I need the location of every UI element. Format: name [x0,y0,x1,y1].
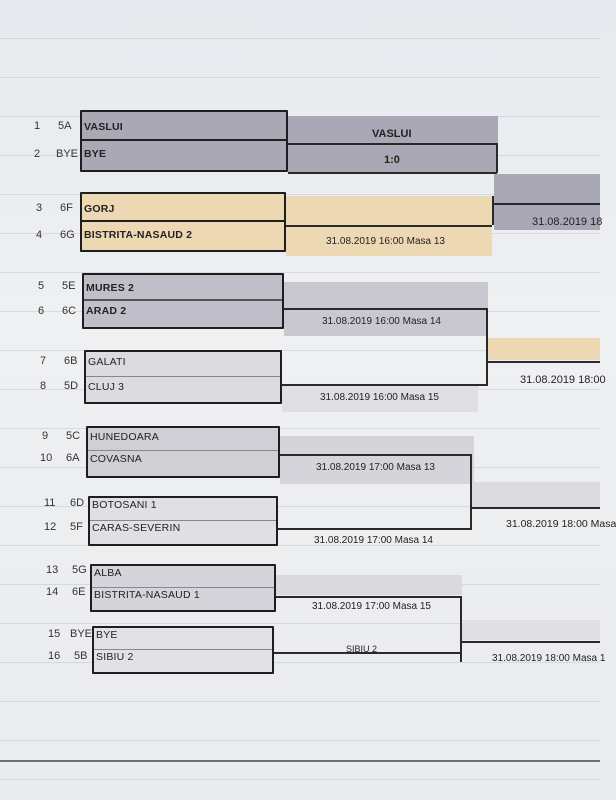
round2-cell [494,174,600,230]
seed-number: 2 [34,148,41,160]
group-code: 5G [72,564,87,576]
bracket-line [282,384,486,386]
bracket-line [496,143,498,173]
group-code: BYE [70,628,93,640]
team-name[interactable]: CARAS-SEVERIN [92,522,181,534]
seed-number: 15 [48,628,61,640]
bracket-line [274,652,462,654]
team-name[interactable]: BISTRITA-NASAUD 1 [94,589,200,601]
seed-number: 12 [44,521,57,533]
seed-number: 3 [36,202,43,214]
round2-cell [488,338,600,360]
match-box[interactable] [80,192,286,252]
seed-number: 4 [36,229,43,241]
seed-number: 5 [38,280,45,292]
match-schedule: 31.08.2019 17:00 Masa 15 [312,601,431,612]
match-box[interactable] [80,110,288,172]
bracket-line [288,143,496,145]
bracket-line [286,225,492,227]
team-name[interactable]: BOTOSANI 1 [92,499,157,511]
match-box[interactable] [82,273,284,329]
team-name[interactable]: GORJ [84,203,115,215]
group-code: 6C [62,305,77,317]
bracket-line [472,507,600,509]
match-schedule: 31.08.2019 16:00 Masa 14 [322,316,441,327]
group-code: 6D [70,497,85,509]
round2-cell [472,482,600,506]
match-schedule: 31.08.2019 18:00 [520,374,606,386]
seed-number: 7 [40,355,47,367]
match-box[interactable] [84,350,282,404]
match-box[interactable] [86,426,280,478]
team-name[interactable]: ARAD 2 [86,305,127,317]
group-code: BYE [56,148,79,160]
group-code: 6E [72,586,86,598]
bracket-line [488,361,600,363]
match-box[interactable] [92,626,274,674]
winner-name: SIBIU 2 [346,644,378,654]
match-schedule: 31.08.2019 16:00 Masa 13 [326,236,445,247]
seed-number: 13 [46,564,59,576]
round2-cell [462,620,600,640]
group-code: 5C [66,430,81,442]
group-code: 5D [64,380,79,392]
bracket-line [462,641,600,643]
winner-name: VASLUI [372,128,412,140]
match-schedule: 31.08.2019 18 [532,216,603,228]
team-name[interactable]: BYE [96,629,118,641]
match-schedule: 31.08.2019 17:00 Masa 13 [316,462,435,473]
seed-number: 8 [40,380,47,392]
bracket-line [470,454,472,530]
group-code: 5A [58,120,72,132]
bracket-line [494,203,600,205]
bracket-line [492,196,494,225]
group-code: 5B [74,650,88,662]
match-schedule: 31.08.2019 17:00 Masa 14 [314,535,433,546]
team-name[interactable]: SIBIU 2 [96,651,134,663]
group-code: 6B [64,355,78,367]
bracket-line [486,308,488,386]
match-schedule: 31.08.2019 16:00 Masa 15 [320,392,439,403]
match-box[interactable] [88,496,278,546]
match-schedule: 31.08.2019 18:00 Masa [506,518,616,530]
group-code: 6G [60,229,75,241]
bracket-line [284,308,486,310]
winner-cell [280,436,474,484]
team-name[interactable]: VASLUI [84,121,123,133]
bracket-line [288,172,497,174]
seed-number: 10 [40,452,53,464]
bracket-line [278,528,470,530]
bracket-line [280,454,472,456]
match-schedule: 31.08.2019 18:00 Masa 1 [492,653,606,664]
screen-edge [0,760,600,762]
team-name[interactable]: HUNEDOARA [90,431,159,443]
group-code: 6A [66,452,80,464]
team-name[interactable]: BISTRITA-NASAUD 2 [84,229,193,241]
group-code: 5F [70,521,83,533]
seed-number: 14 [46,586,59,598]
seed-number: 9 [42,430,49,442]
team-name[interactable]: GALATI [88,356,126,368]
winner-cell [276,575,462,595]
team-name[interactable]: CLUJ 3 [88,381,125,393]
seed-number: 16 [48,650,61,662]
seed-number: 1 [34,120,41,132]
match-box[interactable] [90,564,276,612]
team-name[interactable]: BYE [84,148,107,160]
team-name[interactable]: MURES 2 [86,282,135,294]
bracket-line [276,596,462,598]
group-code: 5E [62,280,76,292]
group-code: 6F [60,202,73,214]
team-name[interactable]: ALBA [94,567,122,579]
winner-cell [282,386,478,412]
bracket-line [460,596,462,662]
seed-number: 6 [38,305,45,317]
match-score: 1:0 [384,154,400,166]
team-name[interactable]: COVASNA [90,453,142,465]
seed-number: 11 [44,497,56,509]
